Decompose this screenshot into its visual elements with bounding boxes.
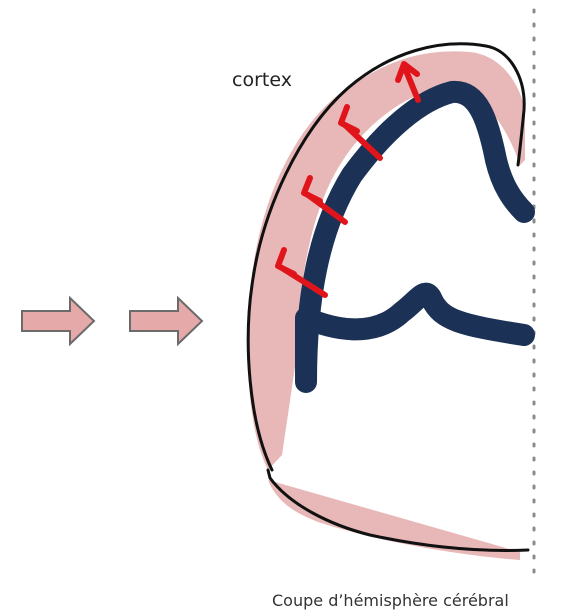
cortex-lower-fill	[268, 480, 520, 560]
cortex-label: cortex	[232, 69, 292, 91]
block-arrow-right	[130, 298, 202, 344]
caption-label: Coupe d’hémisphère cérébral	[272, 591, 509, 610]
side-arrows	[22, 298, 202, 344]
block-arrow-left	[22, 298, 94, 344]
